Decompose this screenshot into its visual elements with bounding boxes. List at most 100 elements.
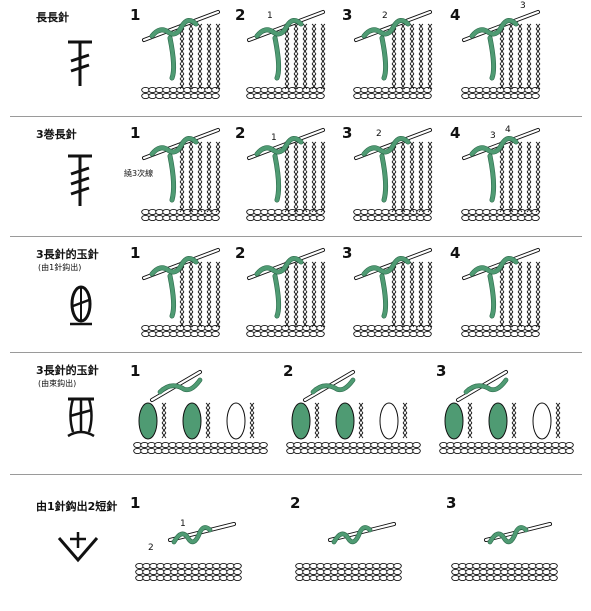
base-stitch xyxy=(549,562,558,570)
column-stitch xyxy=(508,83,514,90)
column-stitch xyxy=(311,78,317,85)
column-stitch xyxy=(400,276,406,283)
column-stitch xyxy=(526,271,532,278)
base-stitch xyxy=(323,562,332,570)
row-divider xyxy=(10,116,582,117)
column-stitch xyxy=(418,48,424,55)
column-stitch xyxy=(302,301,308,308)
base-stitch xyxy=(197,92,206,100)
column-stitch xyxy=(311,316,317,323)
column-stitch xyxy=(293,286,299,293)
column-stitch xyxy=(526,266,532,273)
column-stitch xyxy=(320,311,326,318)
column-stitch xyxy=(358,402,364,409)
base-stitch xyxy=(224,441,233,449)
step-number: 2 xyxy=(235,6,246,24)
column-stitch xyxy=(311,38,317,45)
base-stitch xyxy=(416,330,425,338)
column-stitch xyxy=(311,83,317,90)
base-stitch xyxy=(482,92,491,100)
column-stitch xyxy=(418,63,424,70)
column-stitch xyxy=(526,281,532,288)
base-stitch xyxy=(365,574,374,582)
column-stitch xyxy=(517,206,523,213)
column-stitch xyxy=(293,28,299,35)
column-stitch xyxy=(197,146,203,153)
column-stitch xyxy=(215,38,221,45)
base-stitch xyxy=(386,568,395,576)
base-stitch xyxy=(521,574,530,582)
column-stitch xyxy=(188,166,194,173)
triple-treble-icon xyxy=(62,154,98,208)
base-stitch xyxy=(245,447,254,455)
column-stitch xyxy=(206,146,212,153)
column-stitch xyxy=(400,181,406,188)
column-stitch xyxy=(391,151,397,158)
column-stitch xyxy=(427,83,433,90)
column-stitch xyxy=(391,68,397,75)
column-stitch xyxy=(400,286,406,293)
column-stitch xyxy=(205,432,211,439)
column-stitch xyxy=(188,78,194,85)
column-stitch xyxy=(215,23,221,30)
column-stitch xyxy=(284,68,290,75)
base-stitch xyxy=(388,92,397,100)
column-stitch xyxy=(418,156,424,163)
column-stitch xyxy=(517,306,523,313)
column-stitch xyxy=(302,161,308,168)
base-stitch xyxy=(423,324,432,332)
base-stitch xyxy=(531,86,540,94)
column-stitch xyxy=(391,166,397,173)
base-stitch xyxy=(496,214,505,222)
step-number: 3 xyxy=(342,124,353,142)
column-stitch xyxy=(400,176,406,183)
base-stitch xyxy=(190,92,199,100)
column-stitch xyxy=(499,33,505,40)
yarn-strand xyxy=(470,18,518,80)
column-stitch xyxy=(555,432,561,439)
step-callout: 2 xyxy=(382,11,388,21)
column-stitch xyxy=(427,321,433,328)
base-stitch xyxy=(169,324,178,332)
column-stitch xyxy=(400,68,406,75)
bobble xyxy=(532,402,552,440)
row-title: 3巻長針 xyxy=(36,128,77,141)
base-stitch xyxy=(384,441,393,449)
column-stitch xyxy=(517,58,523,65)
base-stitch xyxy=(344,562,353,570)
base-stitch xyxy=(344,574,353,582)
column-stitch xyxy=(427,38,433,45)
column-stitch xyxy=(400,171,406,178)
column-stitch xyxy=(427,276,433,283)
base-stitch xyxy=(182,447,191,455)
column-stitch xyxy=(517,161,523,168)
column-stitch xyxy=(535,191,541,198)
base-stitch xyxy=(423,86,432,94)
column-stitch xyxy=(284,301,290,308)
base-stitch xyxy=(365,568,374,576)
base-stitch xyxy=(474,447,483,455)
column-stitch xyxy=(508,73,514,80)
column-stitch xyxy=(311,176,317,183)
column-stitch xyxy=(400,296,406,303)
column-stitch xyxy=(197,316,203,323)
step-number: 1 xyxy=(130,362,141,380)
column-stitch xyxy=(409,186,415,193)
column-stitch xyxy=(400,311,406,318)
column-stitch xyxy=(409,301,415,308)
column-stitch xyxy=(179,156,185,163)
column-stitch xyxy=(179,161,185,168)
column-stitch xyxy=(179,68,185,75)
base-stitch xyxy=(211,330,220,338)
column-stitch xyxy=(206,53,212,60)
column-stitch xyxy=(499,83,505,90)
base-stitch xyxy=(486,562,495,570)
column-stitch xyxy=(555,422,561,429)
column-stitch xyxy=(409,141,415,148)
column-stitch xyxy=(293,166,299,173)
column-stitch xyxy=(320,33,326,40)
base-stitch xyxy=(212,562,221,570)
base-stitch xyxy=(453,447,462,455)
column-stitch xyxy=(499,276,505,283)
column-stitch xyxy=(302,321,308,328)
